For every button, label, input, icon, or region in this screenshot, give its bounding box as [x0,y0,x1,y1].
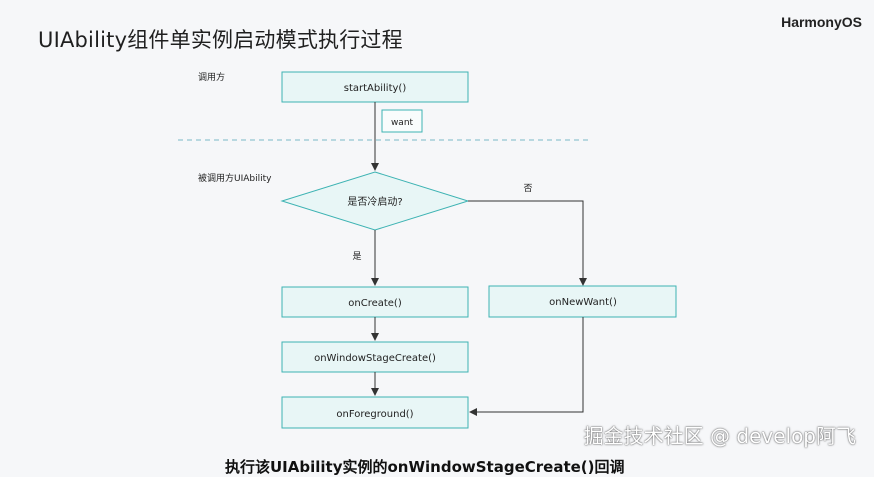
watermark: 掘金技术社区 @ develop阿飞 [583,424,856,448]
want-label: want [391,118,414,128]
harmonyos-logo: HarmonyOS [781,14,862,30]
want-box: want [381,109,423,133]
on-foreground-label: onForeground() [336,409,413,420]
callee-label: 被调用方UIAbility [198,172,272,184]
on-create-node: onCreate() [281,286,469,318]
on-create-label: onCreate() [348,298,402,309]
on-foreground-node: onForeground() [281,396,469,429]
no-label: 否 [523,183,532,194]
caller-label: 调用方 [198,71,225,83]
on-window-stage-create-label: onWindowStageCreate() [314,353,436,364]
decision-label: 是否冷启动? [347,195,402,208]
page-title: UIAbility组件单实例启动模式执行过程 [38,28,403,52]
start-ability-label: startAbility() [344,83,407,94]
flowchart: 调用方 被调用方UIAbility startAbility() want 是否… [178,71,677,429]
on-window-stage-create-node: onWindowStageCreate() [281,341,469,373]
arrow-newwant-to-foreground [469,317,584,416]
arrow-no-branch [468,200,587,286]
yes-label: 是 [352,251,361,262]
decision-diamond: 是否冷启动? [280,171,470,231]
bottom-cut-text: 执行该UIAbility实例的onWindowStageCreate()回调 [225,458,625,476]
on-new-want-node: onNewWant() [488,285,677,318]
on-new-want-label: onNewWant() [549,297,617,308]
start-ability-node: startAbility() [281,71,469,103]
